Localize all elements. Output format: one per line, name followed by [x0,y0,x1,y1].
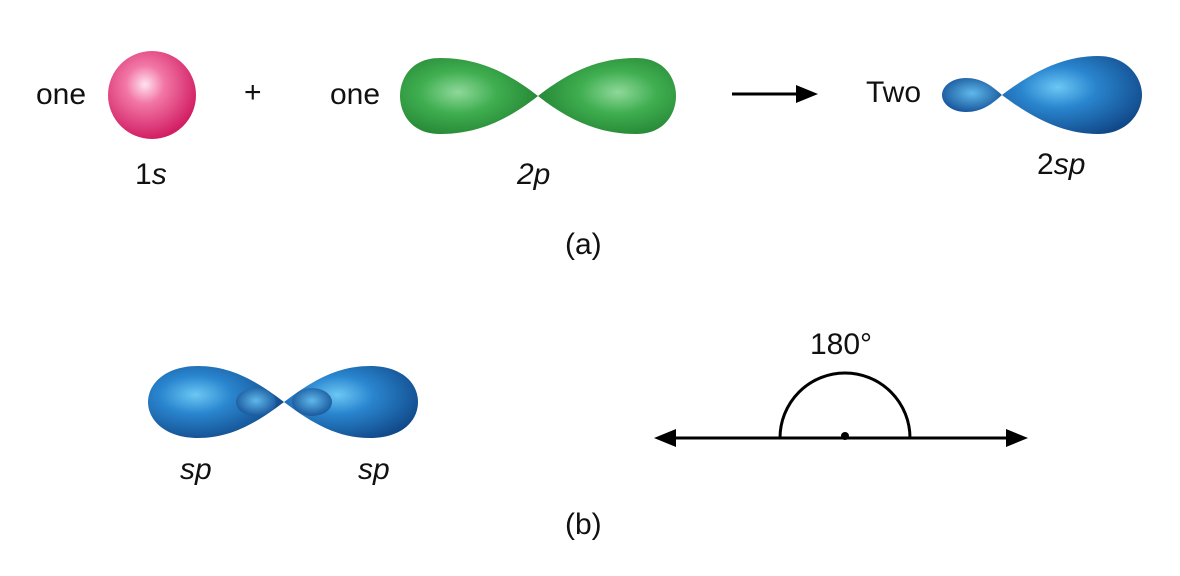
sp-orbital-label: 2sp [1037,150,1085,180]
sp-orbital-label-number: 2 [1037,148,1054,181]
sp-right-small-lobe [292,388,332,416]
caption-b: (b) [565,508,602,541]
s-orbital-label: 1s [135,160,167,190]
one-label-middle: one [330,78,381,111]
plus-sign: + [244,76,262,109]
angle-arc [778,371,912,439]
one-label-left: one [36,78,87,111]
angle-vertex-dot [841,432,849,440]
sp-large-lobe [1002,56,1142,134]
s-orbital-label-symbol: s [151,158,167,191]
s-orbital-sphere [108,51,196,139]
caption-a: (a) [565,228,602,261]
reaction-arrow [732,85,818,103]
angle-label: 180° [810,328,873,361]
p-orbital-shape [400,58,676,134]
sp-pair-orbital [148,366,418,438]
two-label: Two [866,76,922,109]
p-orbital-right-lobe [538,58,676,134]
sp-right-label: sp [358,453,390,486]
sp-left-small-lobe [236,388,276,416]
sp-left-large-lobe [148,366,284,438]
linear-geometry-figure [654,371,1028,447]
sp-hybrid-orbital [942,56,1142,134]
sp-small-lobe [942,78,1002,112]
sp-left-label: sp [180,453,212,486]
right-arrowhead [1006,429,1028,447]
sp-orbital-label-symbol: sp [1053,148,1086,181]
left-arrowhead [654,429,676,447]
sp-right-large-lobe [284,366,418,438]
s-orbital-label-number: 1 [135,158,152,191]
p-orbital-left-lobe [400,58,538,134]
p-orbital-label: 2p [517,158,551,191]
